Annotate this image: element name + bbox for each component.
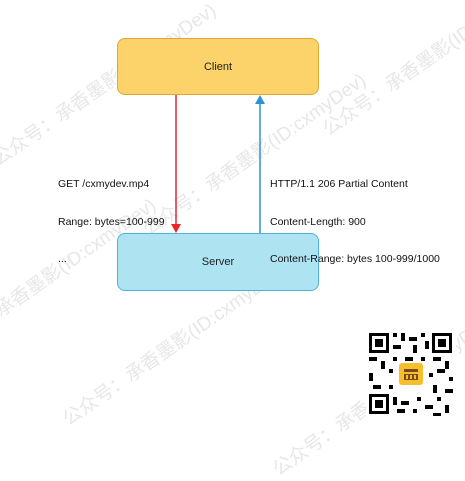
response-line: HTTP/1.1 206 Partial Content: [270, 178, 408, 190]
server-label: Server: [201, 256, 235, 268]
request-label: GET /cxmydev.mp4 Range: bytes=100-999 ..…: [58, 153, 165, 278]
server-node: Server: [117, 233, 319, 291]
response-line: Content-Range: bytes 100-999/1000: [270, 253, 440, 265]
request-line: Range: bytes=100-999: [58, 215, 165, 228]
arrow-layer: [171, 95, 265, 233]
request-line: GET /cxmydev.mp4: [58, 178, 150, 190]
response-line: Content-Length: 900: [270, 215, 366, 228]
client-node: Client: [117, 38, 319, 95]
client-label: Client: [203, 60, 233, 73]
request-line: ...: [58, 253, 67, 265]
qr-code-icon: [366, 330, 456, 418]
response-arrowhead: [255, 95, 265, 104]
response-label: HTTP/1.1 206 Partial Content Content-Len…: [270, 153, 440, 278]
request-arrowhead: [171, 224, 181, 233]
